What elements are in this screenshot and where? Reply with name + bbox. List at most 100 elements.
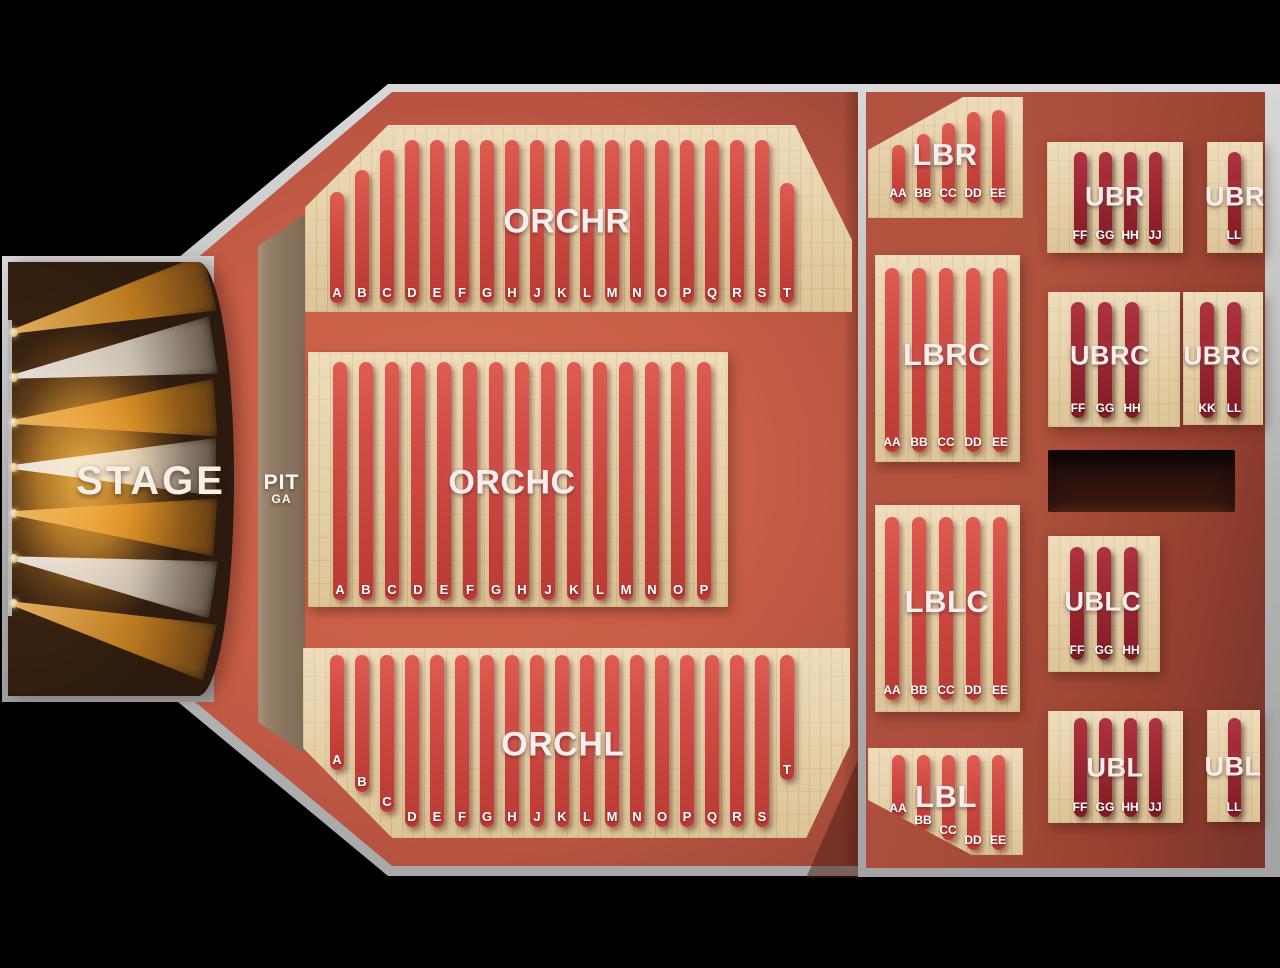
seat-row-lbl-AA[interactable] xyxy=(891,755,905,818)
seat-row-orchc-M[interactable] xyxy=(619,362,633,600)
seat-row-orchl-Q[interactable] xyxy=(705,655,719,827)
seat-row-lbr-BB[interactable] xyxy=(916,134,930,203)
seat-row-orchl-P[interactable] xyxy=(680,655,694,827)
seat-row-orchr-G[interactable] xyxy=(480,140,494,303)
seat-row-orchl-R[interactable] xyxy=(730,655,744,827)
seat-row-ubr-right-LL[interactable] xyxy=(1227,152,1241,245)
seat-row-orchr-A[interactable] xyxy=(330,192,344,303)
seat-row-ubrc-GG[interactable] xyxy=(1098,302,1112,418)
seat-row-orchr-D[interactable] xyxy=(405,140,419,303)
seat-row-lbr-DD[interactable] xyxy=(966,112,980,203)
seat-row-orchc-H[interactable] xyxy=(515,362,529,600)
seat-row-lblc-EE[interactable] xyxy=(993,517,1007,700)
seat-row-orchl-H[interactable] xyxy=(505,655,519,827)
seat-row-lblc-AA[interactable] xyxy=(885,517,899,700)
seat-row-lbl-CC[interactable] xyxy=(941,755,955,840)
seat-row-orchl-N[interactable] xyxy=(630,655,644,827)
seat-row-lbrc-BB[interactable] xyxy=(912,268,926,452)
seat-row-orchc-E[interactable] xyxy=(437,362,451,600)
seat-row-orchr-R[interactable] xyxy=(730,140,744,303)
seat-row-ublc-GG[interactable] xyxy=(1097,547,1111,660)
seat-row-orchl-A[interactable] xyxy=(330,655,344,770)
seat-row-orchl-L[interactable] xyxy=(580,655,594,827)
seat-row-orchc-A[interactable] xyxy=(333,362,347,600)
seat-row-orchl-M[interactable] xyxy=(605,655,619,827)
seat-row-orchl-K[interactable] xyxy=(555,655,569,827)
seat-row-lbrc-DD[interactable] xyxy=(966,268,980,452)
seat-row-orchl-D[interactable] xyxy=(405,655,419,827)
seat-row-orchr-O[interactable] xyxy=(655,140,669,303)
seat-row-orchc-L[interactable] xyxy=(593,362,607,600)
seat-row-ubrc-HH[interactable] xyxy=(1125,302,1139,418)
seat-row-lbr-CC[interactable] xyxy=(941,123,955,203)
seat-row-ubr-GG[interactable] xyxy=(1098,152,1112,245)
seat-row-orchl-G[interactable] xyxy=(480,655,494,827)
seat-row-orchr-S[interactable] xyxy=(755,140,769,303)
seat-row-orchr-M[interactable] xyxy=(605,140,619,303)
seat-row-orchl-J[interactable] xyxy=(530,655,544,827)
seat-row-ubl-GG[interactable] xyxy=(1098,718,1112,817)
seat-row-ubrc-right-KK[interactable] xyxy=(1200,302,1214,418)
seat-row-orchl-T[interactable] xyxy=(780,655,794,780)
seat-row-orchc-K[interactable] xyxy=(567,362,581,600)
seat-row-ubl-JJ[interactable] xyxy=(1148,718,1162,817)
seat-row-ubl-FF[interactable] xyxy=(1073,718,1087,817)
seat-row-orchl-B[interactable] xyxy=(355,655,369,792)
seat-row-orchr-L[interactable] xyxy=(580,140,594,303)
seat-row-orchc-J[interactable] xyxy=(541,362,555,600)
seat-row-orchr-F[interactable] xyxy=(455,140,469,303)
seat-row-orchl-F[interactable] xyxy=(455,655,469,827)
seat-row-lbl-BB[interactable] xyxy=(916,755,930,830)
seat-row-orchr-C[interactable] xyxy=(380,150,394,303)
seat-row-orchr-B[interactable] xyxy=(355,170,369,303)
section-pit[interactable]: PIT GA xyxy=(258,214,305,754)
seat-row-orchc-P[interactable] xyxy=(697,362,711,600)
seat-row-orchc-N[interactable] xyxy=(645,362,659,600)
seat-row-lbrc-CC[interactable] xyxy=(939,268,953,452)
seat-row-ubl-HH[interactable] xyxy=(1123,718,1137,817)
seat-row-orchc-F[interactable] xyxy=(463,362,477,600)
seat-row-orchr-E[interactable] xyxy=(430,140,444,303)
seat-row-orchr-N[interactable] xyxy=(630,140,644,303)
seat-row-lblc-CC[interactable] xyxy=(939,517,953,700)
seat-row-orchc-G[interactable] xyxy=(489,362,503,600)
seat-row-ublc-FF[interactable] xyxy=(1070,547,1084,660)
seat-row-orchc-O[interactable] xyxy=(671,362,685,600)
seat-row-orchl-O[interactable] xyxy=(655,655,669,827)
seat-row-lbl-EE[interactable] xyxy=(991,755,1005,850)
seat-row-lbr-AA[interactable] xyxy=(891,145,905,203)
seat-row-lbrc-EE[interactable] xyxy=(993,268,1007,452)
seat-row-orchr-K[interactable] xyxy=(555,140,569,303)
seat-row-lbl-DD[interactable] xyxy=(966,755,980,850)
seat-row-ubl-right-LL[interactable] xyxy=(1227,718,1241,817)
seat-row-orchr-Q[interactable] xyxy=(705,140,719,303)
seat-row-ubr-HH[interactable] xyxy=(1123,152,1137,245)
seat-row-ubrc-right-LL[interactable] xyxy=(1227,302,1241,418)
seat-row-orchr-J[interactable] xyxy=(530,140,544,303)
seat-row-lblc-DD[interactable] xyxy=(966,517,980,700)
seat-row-orchc-D[interactable] xyxy=(411,362,425,600)
seat-row-orchr-P[interactable] xyxy=(680,140,694,303)
seat-row-ubrc-FF[interactable] xyxy=(1071,302,1085,418)
seat-row-ubr-FF[interactable] xyxy=(1073,152,1087,245)
seat-row-orchl-C[interactable] xyxy=(380,655,394,812)
seat-row-orchr-H[interactable] xyxy=(505,140,519,303)
seat-row-orchc-B[interactable] xyxy=(359,362,373,600)
seat-row-ubr-JJ[interactable] xyxy=(1148,152,1162,245)
seat-row-lbr-EE[interactable] xyxy=(991,110,1005,203)
seat-row-orchl-S[interactable] xyxy=(755,655,769,827)
seat-row-orchr-T[interactable] xyxy=(780,183,794,303)
seat-row-lblc-BB[interactable] xyxy=(912,517,926,700)
